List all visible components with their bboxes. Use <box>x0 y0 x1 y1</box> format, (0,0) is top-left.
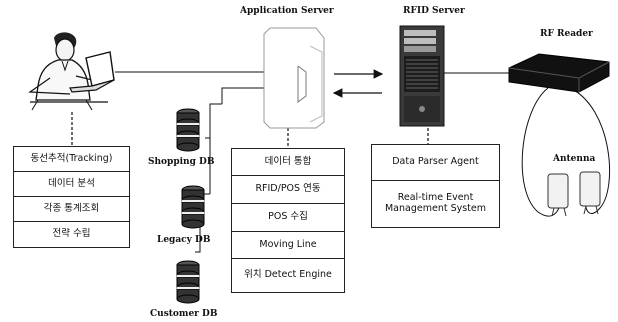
rf-reader-label: RF Reader <box>540 29 593 39</box>
rfid-server-tower-icon <box>399 25 445 127</box>
function-item-analysis: 데이터 분석 <box>14 172 129 197</box>
user-with-laptop-icon <box>28 32 115 111</box>
module-moving-line: Moving Line <box>232 232 344 259</box>
module-data-parser-agent: Data Parser Agent <box>372 145 499 181</box>
application-server-icon <box>263 27 325 129</box>
application-server-label: Application Server <box>240 6 334 16</box>
customer-db-icon <box>176 260 200 304</box>
function-item-tracking: 동선추적(Tracking) <box>14 147 129 172</box>
user-functions-box: 동선추적(Tracking) 데이터 분석 각종 통계조회 전략 수립 <box>13 146 130 248</box>
shopping-db-label: Shopping DB <box>148 157 215 167</box>
rfid-server-modules-box: Data Parser Agent Real-time Event Manage… <box>371 144 500 228</box>
function-item-strategy: 전략 수립 <box>52 228 91 240</box>
customer-db-label: Customer DB <box>150 309 218 319</box>
shopping-db-icon <box>176 108 200 152</box>
module-event-management-system: Real-time Event Management System <box>384 192 487 214</box>
legacy-db-icon <box>181 185 205 229</box>
app-server-modules-box: 데이터 통합 RFID/POS 연동 POS 수집 Moving Line 위치… <box>231 148 345 293</box>
antenna-icon <box>547 171 601 217</box>
antenna-cable-left <box>521 87 561 217</box>
rf-reader-device-icon <box>508 53 610 93</box>
module-location-detect-engine: 위치 Detect Engine <box>244 269 332 281</box>
antenna-cable-right <box>569 87 610 214</box>
rfid-server-label: RFID Server <box>403 6 465 16</box>
function-item-statistics: 각종 통계조회 <box>14 197 129 222</box>
db-bus-line <box>221 87 272 104</box>
module-rfid-pos-link: RFID/POS 연동 <box>232 176 344 204</box>
module-pos-collection: POS 수집 <box>232 204 344 232</box>
legacy-db-label: Legacy DB <box>157 235 211 245</box>
module-data-integration: 데이터 통합 <box>232 149 344 176</box>
antenna-label: Antenna <box>553 154 596 164</box>
